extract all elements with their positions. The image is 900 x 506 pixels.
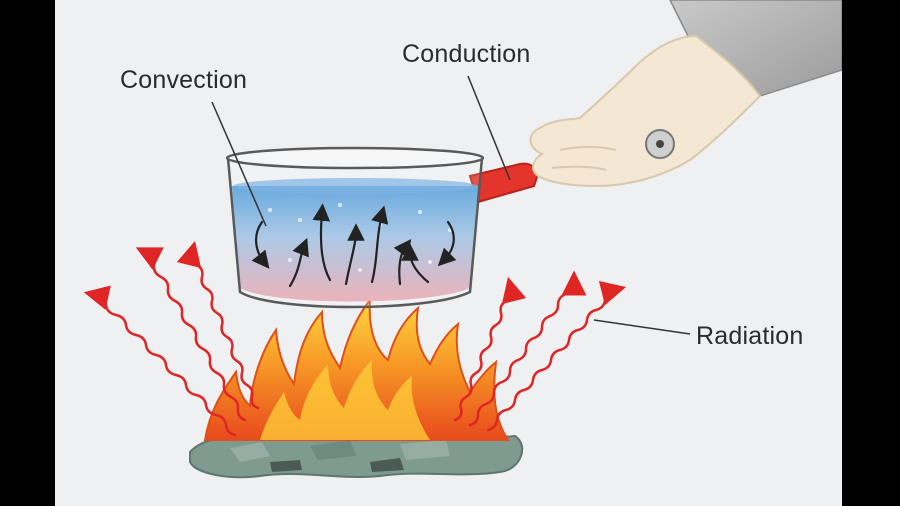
- hand: [529, 0, 842, 188]
- coals: [189, 432, 524, 479]
- convection-current-arrows: [251, 203, 457, 288]
- pan: [225, 146, 538, 309]
- heat-transfer-diagram: [83, 0, 842, 479]
- diagram-panel: Convection Conduction Radiation: [55, 0, 842, 506]
- conduction-pointer: [467, 75, 511, 181]
- radiation-waves: [83, 240, 627, 437]
- pointer-lines: [211, 75, 691, 335]
- flame: [203, 296, 510, 441]
- convection-pointer: [211, 101, 267, 227]
- label-conduction: Conduction: [402, 40, 531, 68]
- label-radiation: Radiation: [696, 322, 804, 350]
- radiation-pointer: [593, 319, 691, 335]
- label-convection: Convection: [120, 66, 248, 94]
